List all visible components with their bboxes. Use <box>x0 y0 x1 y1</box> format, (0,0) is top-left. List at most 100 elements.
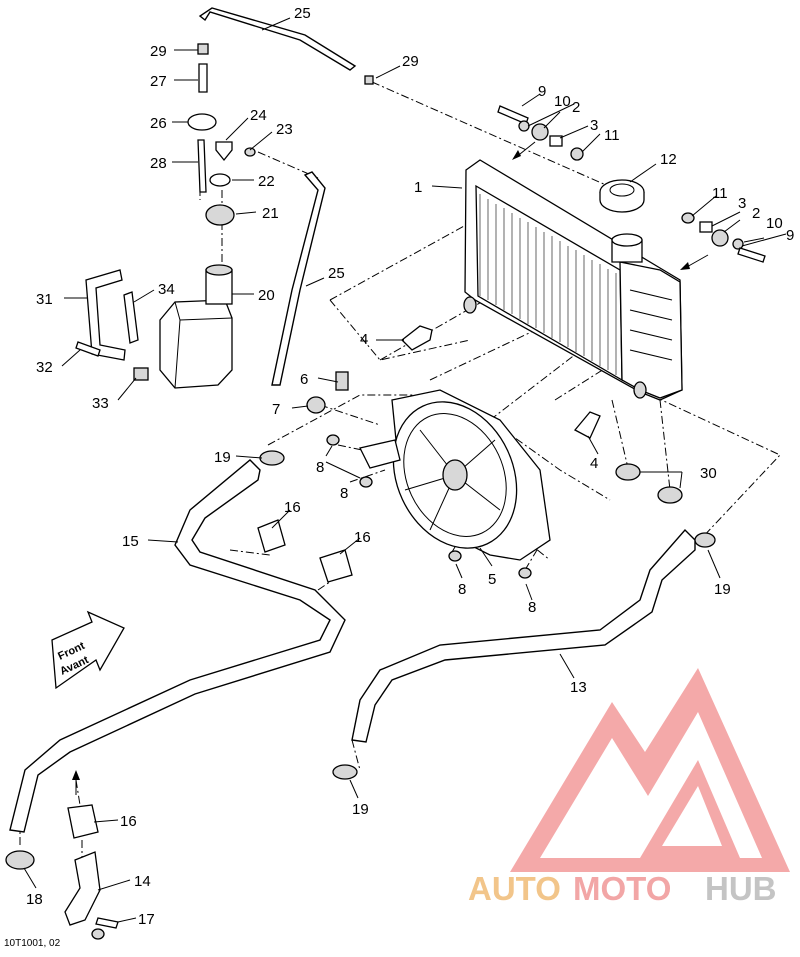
screw-8-c <box>448 550 462 562</box>
callout-19-upper: 19 <box>214 449 231 466</box>
callout-30: 30 <box>700 465 717 482</box>
vent-hose-upper <box>198 7 357 71</box>
vent-fitting <box>215 141 233 162</box>
bracket-14 <box>64 851 101 926</box>
callout-23: 23 <box>276 121 293 138</box>
reservoir-cap <box>205 204 235 226</box>
bracket-lower <box>573 411 601 439</box>
callout-34: 34 <box>158 281 175 298</box>
callout-3-right: 3 <box>738 195 746 212</box>
callout-29-upper: 29 <box>150 43 167 60</box>
callout-8-b: 8 <box>340 485 348 502</box>
leader-lines <box>23 17 787 923</box>
plug-7 <box>306 396 326 414</box>
callout-26: 26 <box>150 115 167 132</box>
callout-33: 33 <box>92 395 109 412</box>
arrow-radiator-left-head <box>512 150 521 160</box>
callout-21: 21 <box>262 205 279 222</box>
callout-3-left: 3 <box>590 117 598 134</box>
callout-2-right: 2 <box>752 205 760 222</box>
grommet-26 <box>187 113 217 131</box>
front-direction-arrow: Front Avant <box>51 610 125 690</box>
arrow-hose-lower-head <box>72 770 80 780</box>
callout-31: 31 <box>36 291 53 308</box>
bolt-32 <box>75 341 101 357</box>
vent-hose-side <box>271 171 326 386</box>
callout-5: 5 <box>488 571 496 588</box>
tank-pad <box>123 291 139 344</box>
callout-13: 13 <box>570 679 587 696</box>
figure-code: 10T1001, 02 <box>4 938 61 949</box>
watermark-auto: AUTO <box>468 870 561 907</box>
callout-20: 20 <box>258 287 275 304</box>
callout-7: 7 <box>272 401 280 418</box>
grommet-b <box>657 486 683 504</box>
clamp-18 <box>5 850 35 870</box>
callout-19-right: 19 <box>714 581 731 598</box>
callout-12: 12 <box>660 151 677 168</box>
clip-16-c <box>67 804 99 839</box>
callout-32: 32 <box>36 359 53 376</box>
arrow-radiator-right-head <box>680 262 690 270</box>
radiator-cap <box>599 179 645 213</box>
callout-10-right: 10 <box>766 215 783 232</box>
connector-27 <box>198 63 208 93</box>
clamp-19-lower <box>332 764 358 780</box>
bracket-upper <box>401 325 433 351</box>
callout-28: 28 <box>150 155 167 172</box>
callout-9-left: 9 <box>538 83 546 100</box>
clamp-29-right <box>364 75 374 85</box>
callout-24: 24 <box>250 107 267 124</box>
callout-6: 6 <box>300 371 308 388</box>
clamp-19-upper <box>259 450 285 466</box>
clamp-19-right <box>694 532 716 548</box>
callout-1: 1 <box>414 179 422 196</box>
callout-22: 22 <box>258 173 275 190</box>
callout-16-a: 16 <box>284 499 301 516</box>
callout-15: 15 <box>122 533 139 550</box>
screw-8-b <box>359 476 373 488</box>
callout-29-right: 29 <box>402 53 419 70</box>
grommet-a <box>615 463 641 481</box>
callout-19-lower: 19 <box>352 801 369 818</box>
fasteners-upper-left <box>497 105 584 161</box>
lower-hose-15 <box>9 459 346 833</box>
watermark-hub: HUB <box>705 870 777 907</box>
nut-33 <box>133 367 149 381</box>
callout-10-left: 10 <box>554 93 571 110</box>
lower-hose-13 <box>351 528 696 743</box>
callout-4-upper: 4 <box>360 331 368 348</box>
bolt-17-b <box>91 928 105 940</box>
watermark-moto: MOTO <box>573 870 671 907</box>
callout-27: 27 <box>150 73 167 90</box>
clamp-23 <box>244 147 256 157</box>
callout-8-a: 8 <box>316 459 324 476</box>
watermark-logo <box>510 668 790 872</box>
coolant-reservoir <box>159 264 233 389</box>
clip-16-a <box>257 519 286 553</box>
callout-9-right: 9 <box>786 227 794 244</box>
fasteners-upper-right <box>681 212 766 263</box>
fitting-6 <box>335 371 349 391</box>
fan-assembly <box>359 389 551 561</box>
clip-16-b <box>319 549 353 583</box>
callout-4-lower: 4 <box>590 455 598 472</box>
cap-seal <box>209 173 231 187</box>
callout-11-left: 11 <box>604 127 620 144</box>
callout-8-c: 8 <box>458 581 466 598</box>
callout-25-side: 25 <box>328 265 345 282</box>
callout-14: 14 <box>134 873 151 890</box>
clamp-29-upper <box>197 43 209 55</box>
tank-support-bracket <box>85 269 126 361</box>
tube-28 <box>197 139 207 193</box>
callout-25-upper: 25 <box>294 5 311 22</box>
callout-17: 17 <box>138 911 155 928</box>
callout-16-b: 16 <box>354 529 371 546</box>
radiator <box>463 159 683 401</box>
callout-2-left: 2 <box>572 99 580 116</box>
callout-18: 18 <box>26 891 43 908</box>
callout-11-right: 11 <box>712 185 728 202</box>
callout-8-d: 8 <box>528 599 536 616</box>
screw-8-d <box>518 567 532 579</box>
